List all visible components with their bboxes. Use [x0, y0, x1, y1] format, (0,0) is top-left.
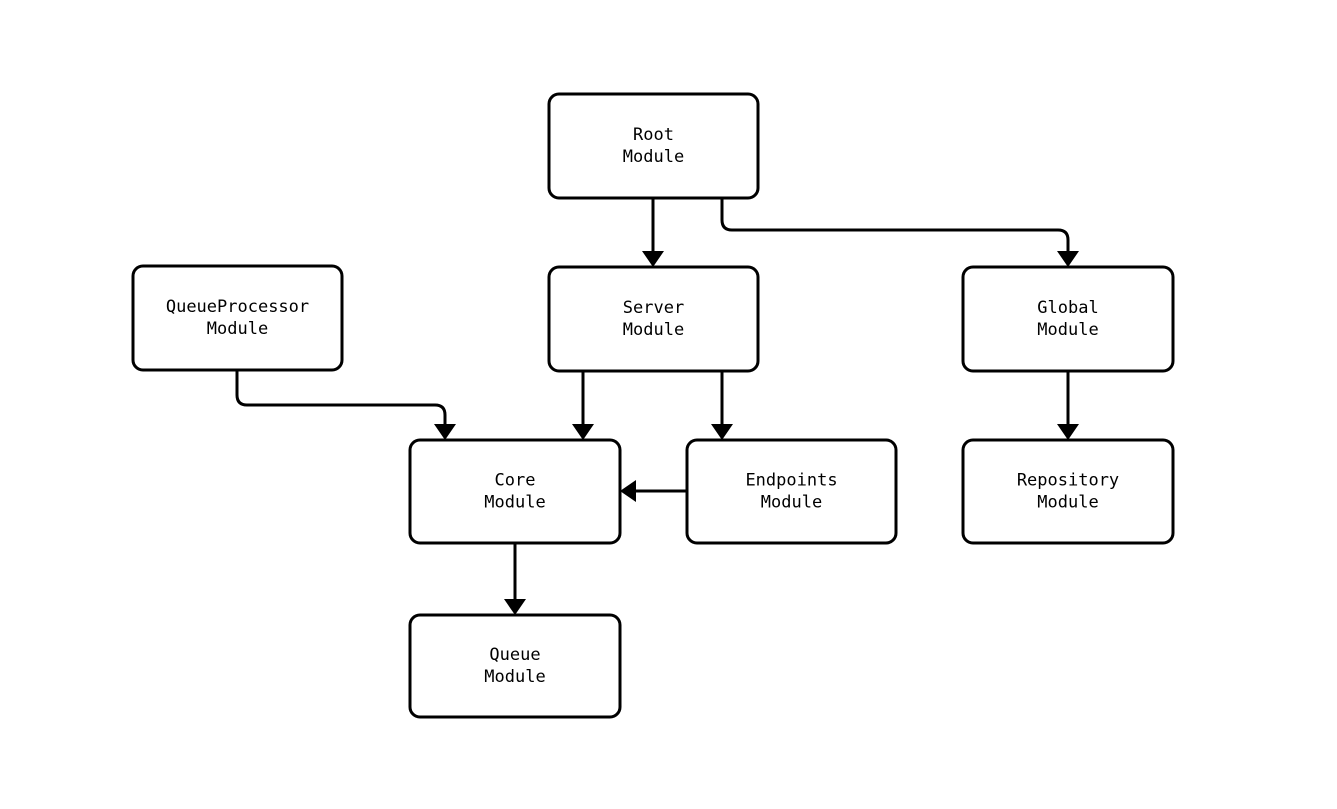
edge-queueprocessor-core: [235, 370, 456, 440]
node-label-line2: Module: [207, 319, 268, 339]
node-label-line1: Global: [1037, 298, 1098, 318]
node-label-line2: Module: [623, 320, 684, 340]
node-label-line2: Module: [623, 147, 684, 167]
arrow-head-icon: [620, 480, 636, 502]
edge-root-global: [720, 198, 1079, 267]
edge-server-endpoints: [711, 371, 733, 440]
node-label-line1: QueueProcessor: [166, 297, 309, 317]
node-label-line1: Queue: [489, 645, 540, 665]
edge-root-server: [642, 198, 664, 267]
edges-layer: [235, 198, 1079, 615]
edge-line: [720, 198, 1070, 252]
node-label-line1: Endpoints: [745, 471, 837, 491]
arrow-head-icon: [504, 599, 526, 615]
node-label-line2: Module: [1037, 320, 1098, 340]
edge-endpoints-core: [620, 480, 687, 502]
node-box[interactable]: [961, 438, 1175, 545]
node-label-line1: Server: [623, 298, 684, 318]
node-label-line1: Repository: [1017, 471, 1119, 491]
node-label-line2: Module: [1037, 493, 1098, 513]
edge-global-repository: [1057, 371, 1079, 440]
node-label-line1: Core: [495, 471, 536, 491]
node-label-line2: Module: [484, 493, 545, 513]
arrow-head-icon: [1057, 424, 1079, 440]
node-box[interactable]: [547, 265, 760, 373]
edge-server-core: [572, 371, 594, 440]
node-label-line2: Module: [484, 667, 545, 687]
node-box[interactable]: [547, 92, 760, 200]
edge-line: [235, 370, 447, 425]
node-label-line1: Root: [633, 125, 674, 145]
arrow-head-icon: [572, 424, 594, 440]
node-box[interactable]: [961, 265, 1175, 373]
node-box[interactable]: [408, 613, 622, 719]
arrow-head-icon: [711, 424, 733, 440]
arrow-head-icon: [1057, 251, 1079, 267]
nodes-layer: RootModuleQueueProcessorModuleServerModu…: [131, 92, 1175, 719]
edge-core-queue: [504, 543, 526, 615]
node-box[interactable]: [685, 438, 898, 545]
node-label-line2: Module: [761, 493, 822, 513]
arrow-head-icon: [642, 251, 664, 267]
arrow-head-icon: [434, 424, 456, 440]
node-box[interactable]: [131, 264, 344, 372]
node-box[interactable]: [408, 438, 622, 545]
